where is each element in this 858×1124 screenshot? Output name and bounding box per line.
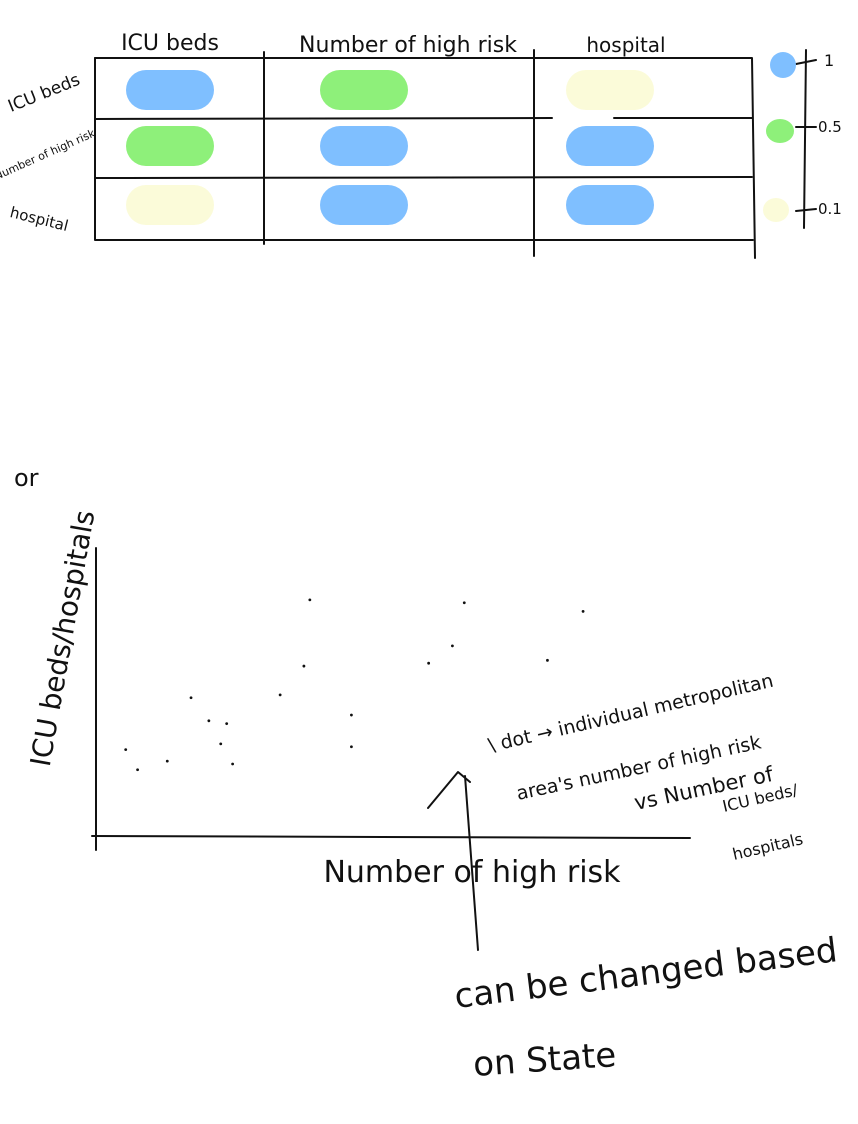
scatter-point-6 <box>219 742 223 746</box>
matrix-cell-r1-c0 <box>126 126 214 166</box>
y-axis-label: ICU beds/hospitals <box>24 508 102 769</box>
scatter-point-1 <box>136 768 139 772</box>
scatter-point-14 <box>451 644 454 648</box>
scatter-point-3 <box>189 696 193 700</box>
matrix-cell-r0-c0 <box>126 70 214 110</box>
legend-label-0-5: 0.5 <box>818 118 842 136</box>
matrix-cell-r1-c2 <box>566 126 654 166</box>
row-header-hospital: hospital <box>8 203 70 235</box>
column-header-hospital: hospital <box>586 33 665 57</box>
scatter-point-2 <box>165 759 169 763</box>
legend-swatch-green <box>766 119 794 143</box>
matrix-row-divider-1 <box>94 117 753 120</box>
scatter-point-7 <box>231 762 235 766</box>
legend-label-0-1: 0.1 <box>818 200 842 218</box>
state-note-line-1: can be changed based <box>452 930 839 1017</box>
matrix-cells <box>126 70 654 225</box>
matrix-cell-r2-c1 <box>320 185 408 225</box>
column-header-icu-beds: ICU beds <box>121 31 219 56</box>
row-header-number-of-high-risk: Number of high risk <box>0 126 98 182</box>
legend-swatch-yellow <box>763 198 789 222</box>
scatter-point-16 <box>546 658 549 662</box>
scatter-point-12 <box>350 745 353 749</box>
legend-swatch-blue <box>770 52 796 78</box>
correlation-matrix: ICU beds Number of high risk hospital IC… <box>0 31 756 259</box>
scatter-plot: ICU beds/hospitals Number of high risk <box>24 508 691 890</box>
legend-scale-ticks <box>795 59 817 212</box>
row-header-icu-beds: ICU beds <box>5 70 83 117</box>
scatter-point-4 <box>207 719 211 723</box>
scatter-point-10 <box>308 598 312 602</box>
scatter-points <box>124 598 585 772</box>
state-note-line-2: on State <box>472 1035 618 1085</box>
dot-note-line-5: hospitals <box>731 829 805 864</box>
scatter-point-17 <box>581 609 585 613</box>
matrix-cell-r0-c1 <box>320 70 408 110</box>
matrix-cell-r0-c2 <box>566 70 654 110</box>
dot-annotation: \ dot → individual metropolitan area's n… <box>486 670 805 864</box>
matrix-cell-r2-c0 <box>126 185 214 225</box>
matrix-row-divider-2 <box>94 176 753 179</box>
x-axis-line <box>91 835 691 839</box>
scatter-point-13 <box>427 661 431 665</box>
matrix-border-top-right <box>94 57 756 259</box>
scatter-point-0 <box>124 748 128 751</box>
state-annotation: can be changed based on State <box>427 771 840 1085</box>
scatter-point-15 <box>462 601 466 605</box>
legend-scale-line <box>803 49 807 229</box>
arrow-up-icon <box>427 771 479 951</box>
legend: 1 0.5 0.1 <box>763 49 842 229</box>
scatter-point-8 <box>278 693 282 697</box>
scatter-point-9 <box>302 664 306 668</box>
legend-label-1: 1 <box>824 51 834 70</box>
scatter-point-11 <box>350 713 353 717</box>
or-label: or <box>14 464 39 492</box>
column-header-number-of-high-risk: Number of high risk <box>299 33 517 58</box>
matrix-cell-r1-c1 <box>320 126 408 166</box>
scatter-point-5 <box>225 722 229 726</box>
matrix-cell-r2-c2 <box>566 185 654 225</box>
